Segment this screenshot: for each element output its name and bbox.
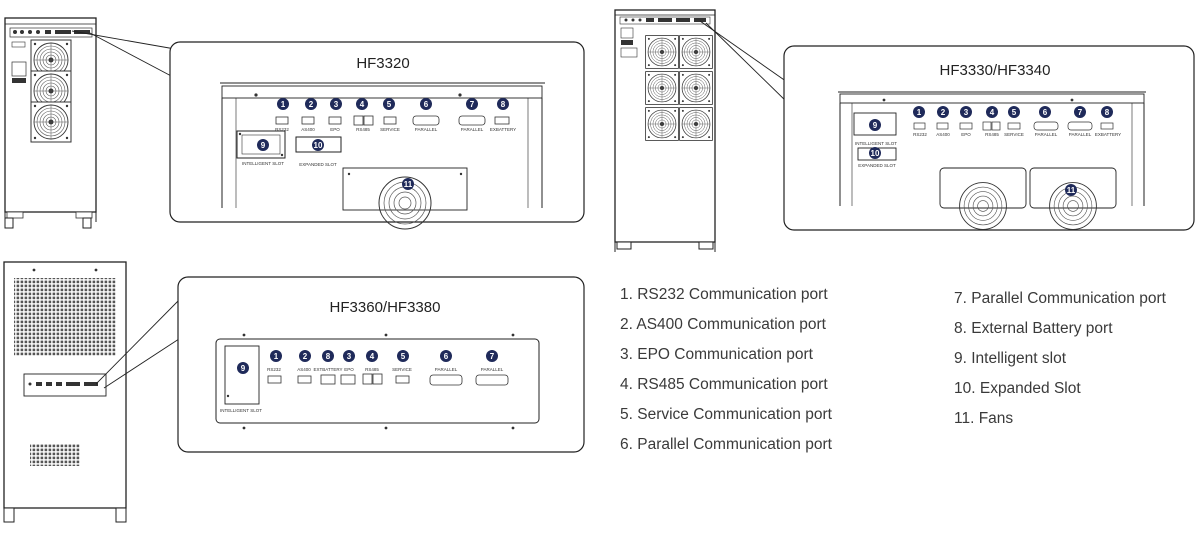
hf3330-port-label: RS232	[913, 132, 927, 137]
badge-number: 3	[964, 108, 969, 117]
hf3320-port-label: EXBATTERY	[490, 127, 516, 132]
badge-number: 6	[444, 352, 449, 361]
hf3320-port-label: AS400	[301, 127, 315, 132]
legend-item: 11. Fans	[954, 410, 1014, 427]
badge-number: 2	[303, 352, 308, 361]
badge-number: 8	[1105, 108, 1110, 117]
hf3360-port-label: PARALLEL	[481, 367, 504, 372]
badge-number: 3	[347, 352, 352, 361]
hf3360-port-label: AS400	[297, 367, 311, 372]
hf3320-port-label: SERVICE	[380, 127, 400, 132]
legend-item: 1. RS232 Communication port	[620, 286, 828, 303]
badge-number: 4	[990, 108, 995, 117]
hf3330-port-label: PARALLEL	[1035, 132, 1058, 137]
badge-number: 1	[274, 352, 279, 361]
hf3330-callout: HF3330/HF3340 RS232 AS400 EPO RS485 SER	[783, 45, 1195, 231]
hf3360-port-label: EPO	[344, 367, 354, 372]
legend-item: 10. Expanded Slot	[954, 380, 1081, 397]
badge-number: 7	[490, 352, 495, 361]
legend-item: 7. Parallel Communication port	[954, 290, 1166, 307]
hf3360-callout: HF3360/HF3380 INTELLIGENT SLOT RS232 AS4…	[177, 276, 585, 453]
hf3330-title: HF3330/HF3340	[940, 62, 1051, 79]
hf3320-port-label: RS232	[275, 127, 289, 132]
badge-number: 6	[424, 100, 429, 109]
hf3320-slot-label: INTELLIGENT SLOT	[242, 161, 284, 166]
hf3360-port-label: SERVICE	[392, 367, 412, 372]
hf3330-port-label: EXBATTERY	[1095, 132, 1121, 137]
hf3320-port-label: PARALLEL	[415, 127, 438, 132]
hf3360-port-label: RS232	[267, 367, 281, 372]
badge-number: 9	[261, 141, 266, 150]
hf3330-port-label: EPO	[961, 132, 971, 137]
badge-number: 9	[873, 121, 878, 130]
hf3330-port-label: SERVICE	[1004, 132, 1024, 137]
legend-item: 5. Service Communication port	[620, 406, 832, 423]
legend-item: 2. AS400 Communication port	[620, 316, 826, 333]
badge-number: 7	[470, 100, 475, 109]
badge-number: 6	[1043, 108, 1048, 117]
legend-left: 1. RS232 Communication port 2. AS400 Com…	[620, 280, 832, 460]
hf3320-port-label: RS485	[356, 127, 370, 132]
hf3320-slot-label: EXPANDED SLOT	[299, 162, 337, 167]
hf3360-badges: 1 2 8 3 4 5 6 7 9	[237, 350, 498, 374]
legend-item: 8. External Battery port	[954, 320, 1113, 337]
hf3320-port-label: PARALLEL	[461, 127, 484, 132]
hf3330-slot-label: INTELLIGENT SLOT	[855, 141, 897, 146]
hf3360-port-label: EXTBATTERY	[313, 367, 342, 372]
badge-number: 5	[1012, 108, 1017, 117]
legend-item: 3. EPO Communication port	[620, 346, 813, 363]
hf3360-cabinet	[3, 261, 183, 523]
hf3330-slot-label: EXPANDED SLOT	[858, 163, 896, 168]
hf3330-port-label: PARALLEL	[1069, 132, 1092, 137]
hf3360-port-label: RS485	[365, 367, 379, 372]
badge-number: 3	[334, 100, 339, 109]
badge-number: 4	[360, 100, 365, 109]
hf3330-port-label: RS485	[985, 132, 999, 137]
hf3360-title: HF3360/HF3380	[330, 299, 441, 316]
hf3330-port-label: AS400	[936, 132, 950, 137]
badge-number: 1	[917, 108, 922, 117]
badge-number: 10	[871, 149, 880, 158]
badge-number: 5	[387, 100, 392, 109]
badge-number: 11	[1067, 186, 1076, 195]
badge-number: 9	[241, 364, 246, 373]
badge-number: 11	[404, 180, 413, 189]
hf3320-rear-panel: RS232 AS400 EPO RS485 SERVICE PARALLEL P…	[220, 82, 545, 230]
legend-item: 4. RS485 Communication port	[620, 376, 828, 393]
hf3360-slot-label: INTELLIGENT SLOT	[220, 408, 262, 413]
legend-item: 6. Parallel Communication port	[620, 436, 832, 453]
legend-right: 7. Parallel Communication port 8. Extern…	[954, 284, 1166, 434]
badge-number: 7	[1078, 108, 1083, 117]
hf3330-cabinet	[614, 9, 791, 252]
badge-number: 1	[281, 100, 286, 109]
badge-number: 5	[401, 352, 406, 361]
hf3320-badges: 1 2 3 4 5 6 7 8 9 10 11	[257, 98, 509, 190]
hf3330-badges: 1 2 3 4 5 6 7 8 9 10 11	[869, 106, 1113, 196]
hf3320-cabinet	[4, 17, 176, 229]
hf3360-port-label: PARALLEL	[435, 367, 458, 372]
badge-number: 4	[370, 352, 375, 361]
hf3320-port-label: EPO	[330, 127, 340, 132]
legend-item: 9. Intelligent slot	[954, 350, 1067, 367]
hf3360-rear-panel: INTELLIGENT SLOT RS232 AS400 EXTBATTERY …	[215, 333, 540, 430]
badge-number: 2	[941, 108, 946, 117]
badge-number: 10	[314, 141, 323, 150]
badge-number: 8	[326, 352, 331, 361]
badge-number: 8	[501, 100, 506, 109]
hf3320-callout: HF3320 RS232 AS400 EPO RS485 SERVICE	[169, 41, 585, 230]
badge-number: 2	[309, 100, 314, 109]
hf3320-title: HF3320	[356, 55, 409, 72]
